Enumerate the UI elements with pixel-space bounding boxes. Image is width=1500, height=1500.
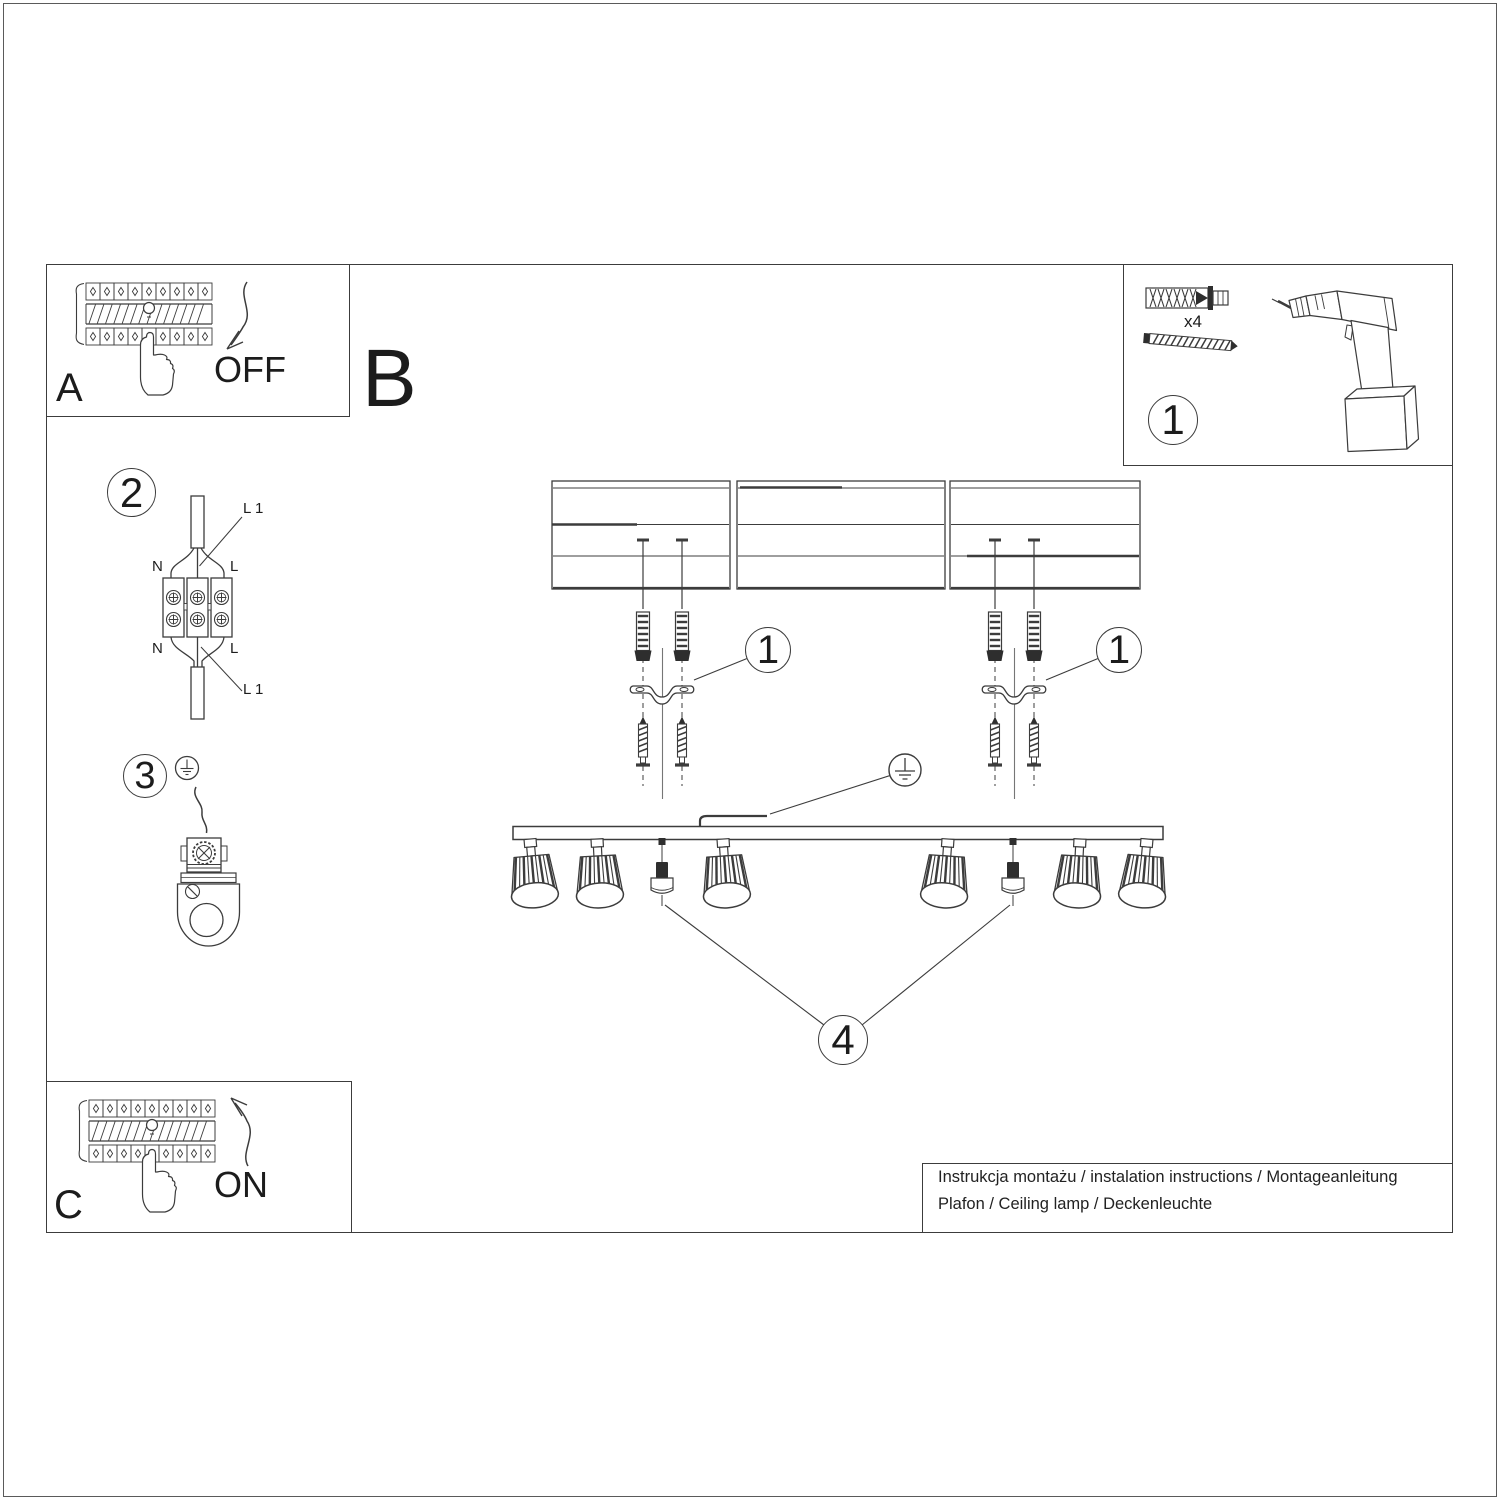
callout-shade-fasteners: 4 [818,1015,868,1065]
leader-line [861,904,1011,1026]
hand-pointing-icon [139,331,175,396]
breaker-on-label: ON [214,1164,268,1205]
circuit-breaker-icon [76,283,212,345]
step-c-box [46,1081,352,1233]
main-diagram-frame [46,264,1453,1233]
leader-line [769,774,891,815]
spotlight-shade-drawing [1051,836,1105,911]
wire-label-neutral-top: N [152,558,163,575]
leader-line [664,904,825,1026]
step-a-box [46,264,350,417]
arrow-down-icon [226,281,249,350]
callout-hardware-kit: 1 [1148,395,1198,445]
leader-line [693,658,747,681]
ground-connector-drawing [174,755,241,947]
footer-title-line1: Instrukcja montażu / instalation instruc… [938,1168,1398,1186]
wire-label-neutral-bottom: N [152,640,163,657]
leader-line [200,646,243,692]
power-cable-drawing [698,814,767,827]
step-a-label: A [56,366,83,410]
callout-number: 1 [756,628,780,672]
callout-bracket-left: 1 [745,627,791,673]
breaker-off-label: OFF [214,349,286,390]
callout-number: 4 [831,1016,855,1063]
wire-label-l1-bottom: L 1 [243,681,264,698]
wall-plug-icon [1145,286,1229,310]
step-c-label: C [54,1183,83,1227]
ceiling-panel-drawing [551,480,1141,590]
footer-title-line2: Plafon / Ceiling lamp / Deckenleuchte [938,1195,1213,1213]
spotlight-shade-drawing [572,836,626,911]
drill-icon [1271,290,1420,453]
wire-label-l1-top: L 1 [243,500,264,517]
wire-label-line-top: L [230,558,239,575]
page-border [3,3,1497,1497]
callout-number: 3 [134,755,156,797]
wire-label-line-bottom: L [230,640,239,657]
terminal-block-diagram [162,495,243,720]
mounting-screw-icon [1143,332,1238,352]
footer-title-box [922,1163,1453,1233]
callout-number: 1 [1107,628,1131,672]
lamp-rail-drawing [512,825,1164,841]
spotlight-shade-drawing [698,836,753,911]
shade-fastener-drawing [650,837,674,907]
hardware-kit-box [1123,264,1453,466]
spotlight-shade-drawing [1116,835,1172,911]
spotlight-shade-drawing [505,835,561,911]
arrow-up-icon [230,1097,251,1167]
anchor-quantity-label: x4 [1184,312,1202,331]
leader-line [199,516,243,567]
callout-bracket-right: 1 [1096,627,1142,673]
shade-fastener-drawing [1001,837,1025,907]
circuit-breaker-icon [79,1100,215,1162]
earth-ground-symbol [174,755,200,781]
earth-ground-symbol [888,753,922,787]
callout-ground-connector: 3 [123,754,167,798]
callout-terminal-block: 2 [107,468,156,517]
leader-line [1045,658,1098,681]
callout-number: 2 [119,468,144,516]
callout-number: 1 [1161,396,1185,443]
step-b-label: B [362,333,417,424]
spotlight-shade-drawing [918,836,973,911]
